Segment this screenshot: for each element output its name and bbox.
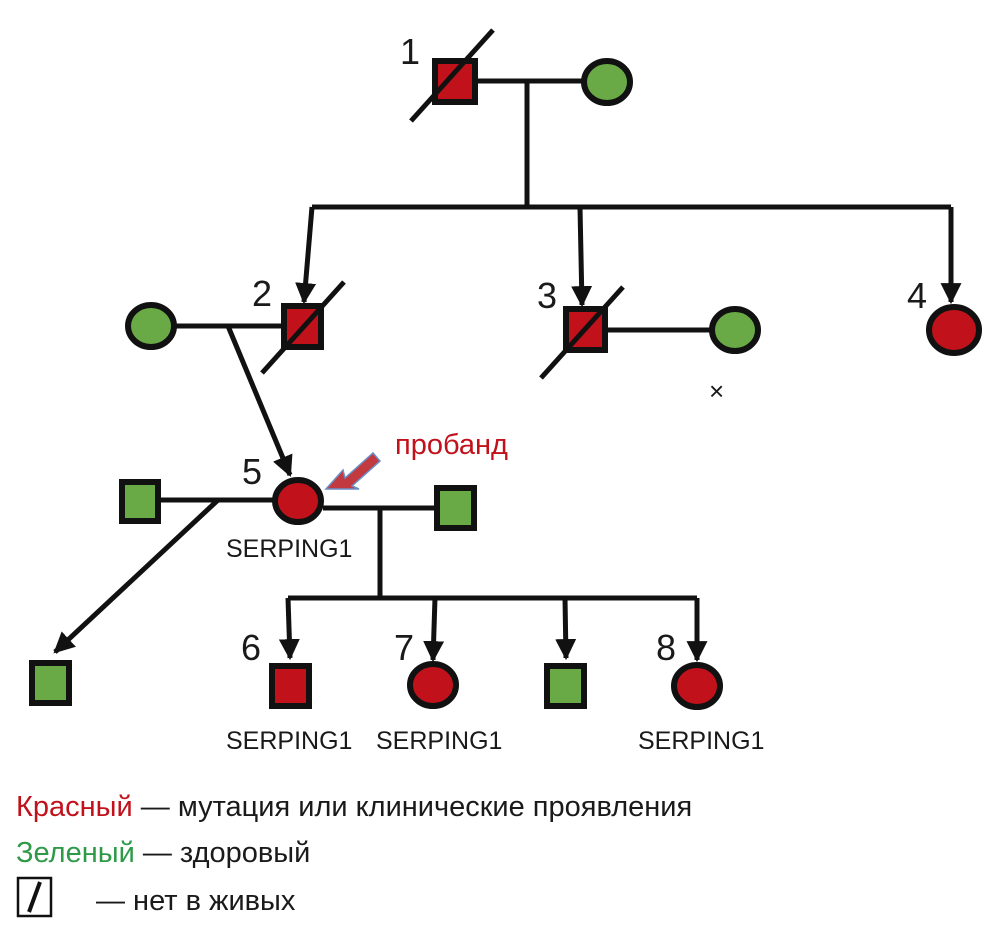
individual-2-spouse	[125, 302, 177, 350]
individual-3-spouse: ×	[709, 306, 761, 406]
arrow-to-3	[571, 206, 593, 308]
individual-number: 8	[656, 627, 676, 668]
deceased-symbol-icon	[16, 876, 53, 918]
deceased-symbol-slash	[27, 881, 42, 913]
gene-label: SERPING1	[376, 727, 502, 755]
gene-label: SERPING1	[638, 727, 764, 755]
individual-number: 3	[537, 275, 557, 316]
legend: Красный — мутация или клинические проявл…	[16, 791, 692, 918]
individual-3: 3	[537, 275, 625, 380]
legend-red-word: Красный	[16, 791, 133, 823]
individual-number: 2	[252, 273, 272, 314]
x-mark: ×	[709, 376, 724, 406]
deceased-slash	[260, 280, 346, 375]
legend-green: Зеленый — здоровый	[16, 837, 310, 869]
individual-left-child	[29, 660, 72, 706]
individual-1-spouse	[581, 58, 633, 106]
gene-label: SERPING1	[226, 535, 352, 563]
individual-6: 6 SERPING1	[226, 627, 352, 755]
gene-label: SERPING1	[226, 727, 352, 755]
arrow-to-5	[225, 325, 293, 477]
gen3-lines	[53, 497, 708, 663]
individual-4: 4	[907, 275, 982, 356]
individual-2: 2	[252, 273, 346, 375]
arrow-to-7	[423, 597, 445, 663]
legend-red: Красный — мутация или клинические проявл…	[16, 791, 692, 823]
proband-arrow-icon	[324, 451, 382, 490]
individual-5: 5 SERPING1	[226, 451, 352, 563]
male-affected-symbol	[432, 58, 478, 105]
individual-1: 1	[400, 28, 495, 123]
individual-number: 6	[241, 627, 261, 668]
individual-7: 7 SERPING1	[376, 627, 502, 755]
deceased-slash	[539, 285, 625, 380]
individual-5-spouse-left	[119, 479, 161, 524]
proband-pointer: пробанд	[324, 429, 508, 490]
individual-number: 4	[907, 275, 927, 316]
legend-red-desc: — мутация или клинические проявления	[133, 791, 692, 823]
individual-number: 7	[394, 627, 414, 668]
male-affected-symbol	[269, 663, 312, 709]
gen2-lines	[175, 323, 715, 477]
legend-green-desc: — здоровый	[135, 837, 311, 869]
legend-deceased-desc: — нет в живых	[96, 885, 296, 917]
female-healthy-symbol	[709, 306, 761, 354]
individual-5-spouse-right	[434, 485, 477, 531]
legend-deceased: — нет в живых	[16, 876, 296, 918]
proband-label: пробанд	[395, 429, 508, 461]
deceased-slash	[409, 28, 495, 123]
female-affected-symbol	[926, 304, 982, 356]
arrow-to-unnumbered	[555, 597, 577, 661]
gen1-lines	[295, 78, 962, 308]
arrow-to-6	[278, 597, 300, 661]
arrow-to-left-child	[53, 498, 220, 654]
female-affected-symbol	[272, 477, 324, 525]
female-affected-symbol	[671, 662, 723, 710]
arrow-to-2	[295, 206, 317, 305]
individual-number: 5	[242, 451, 262, 492]
individual-8: 8 SERPING1	[638, 627, 764, 755]
legend-green-word: Зеленый	[16, 837, 135, 869]
individual-number: 1	[400, 31, 420, 72]
female-affected-symbol	[407, 661, 459, 709]
individual-unnumbered-child	[544, 663, 587, 709]
